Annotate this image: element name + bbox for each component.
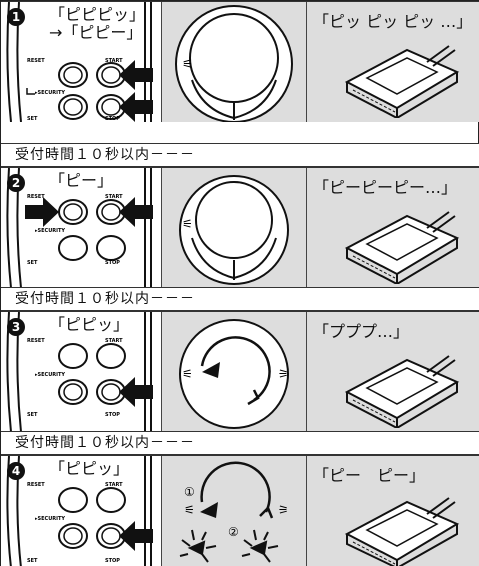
remote-beep-text: 「ピピッ」 [49, 459, 130, 478]
svg-text:RESET: RESET [27, 482, 45, 488]
step-4: RESET START ▸SECURITY SET STOP 4 「ピピッ」 ① [1, 455, 479, 566]
flash-burst-icon [241, 529, 279, 563]
set-button[interactable] [58, 379, 88, 405]
dial-panel: ① ② ⚟ ⚞ [161, 456, 306, 566]
reset-label: RESET [27, 58, 45, 64]
remote-panel: RESET START ▸SECURITY SET STOP 2 「ピー」 [1, 168, 161, 288]
signal-icon: ⚞ [278, 367, 289, 381]
device-beep-text: 「ピー ピー」 [313, 466, 426, 485]
set-button[interactable] [58, 523, 88, 549]
press-arrow-icon [119, 60, 153, 90]
svg-text:START: START [105, 482, 123, 488]
start-label: START [105, 58, 123, 64]
reset-button[interactable] [58, 487, 88, 513]
svg-text:SET: SET [27, 412, 38, 418]
svg-text:RESET: RESET [27, 194, 45, 200]
dial-illustration: ⚟ ⚞ [179, 319, 289, 429]
flash-burst-icon [179, 529, 217, 563]
step-3: RESET START ▸SECURITY SET STOP 3 「ピピッ」 [1, 311, 479, 432]
svg-text:STOP: STOP [105, 412, 120, 418]
press-arrow-icon [119, 197, 153, 227]
device-beep-text: 「プププ…」 [313, 322, 410, 341]
signal-icon: ⚞ [278, 503, 289, 517]
reset-button[interactable] [58, 343, 88, 369]
svg-text:START: START [105, 194, 123, 200]
svg-text:▸SECURITY: ▸SECURITY [35, 516, 65, 522]
remote-beep-text: 「ピピピッ」 →「ピピー」 [49, 5, 146, 42]
step-number-badge: 1 [7, 8, 25, 26]
svg-text:▸SECURITY: ▸SECURITY [35, 228, 65, 234]
remote-beep-text: 「ピピッ」 [49, 315, 130, 334]
press-arrow-icon [119, 521, 153, 551]
remote-panel: RESET START ▸SECURITY SET STOP 3 「ピピッ」 [1, 312, 161, 432]
light-flash-icon [202, 362, 220, 378]
start-button[interactable] [96, 487, 126, 513]
signal-icon: ⚟ [184, 503, 195, 517]
remote-panel: RESET START ▸SECURITY SET STOP 1 「ピピピッ」 … [1, 2, 161, 122]
svg-text:SET: SET [27, 260, 38, 266]
remote-panel: RESET START ▸SECURITY SET STOP 4 「ピピッ」 [1, 456, 161, 566]
stop-label: STOP [105, 116, 120, 122]
step-number-badge: 2 [7, 174, 25, 192]
stop-button[interactable] [96, 235, 126, 261]
dial-illustration: ① ② ⚟ ⚞ [179, 461, 289, 563]
press-arrow-icon [119, 92, 153, 122]
dial-panel: ⚟ [161, 168, 306, 288]
step-2: RESET START ▸SECURITY SET STOP 2 「ピー」 [1, 167, 479, 288]
light-flash-icon [200, 502, 218, 518]
press-arrow-icon [119, 377, 153, 407]
reset-button[interactable] [58, 62, 88, 88]
press-arrow-icon [25, 197, 59, 227]
device-illustration [344, 355, 460, 428]
marker-one: ① [184, 485, 195, 499]
step-number-badge: 3 [7, 318, 25, 336]
set-button[interactable] [58, 235, 88, 261]
set-button[interactable] [58, 94, 88, 120]
device-illustration [344, 497, 460, 566]
svg-text:STOP: STOP [105, 558, 120, 564]
security-label: ▸SECURITY [35, 90, 65, 96]
signal-icon: ⚟ [182, 217, 193, 231]
set-label: SET [27, 116, 38, 122]
device-illustration [344, 45, 460, 118]
step-1: RESET START ▸SECURITY SET STOP 1 「ピピピッ」 … [1, 1, 479, 122]
device-beep-text: 「ピーピーピー…」 [313, 178, 458, 197]
device-beep-text: 「ピッ ピッ ピッ …」 [313, 12, 473, 31]
svg-text:SET: SET [27, 558, 38, 564]
time-limit-bar: 受付時間１０秒以内－－－ [1, 287, 479, 311]
svg-text:STOP: STOP [105, 260, 120, 266]
remote-beep-text: 「ピー」 [49, 171, 114, 190]
svg-text:RESET: RESET [27, 338, 45, 344]
remote-control-illustration: RESET START ▸SECURITY SET STOP [6, 168, 153, 288]
svg-text:START: START [105, 338, 123, 344]
dial-illustration: ⚟ [175, 5, 293, 122]
dial-panel: ⚟ [161, 2, 306, 122]
marker-two: ② [228, 525, 239, 539]
time-limit-bar: 受付時間１０秒以内－－－ [1, 143, 479, 167]
remote-control-illustration: RESET START ▸SECURITY SET STOP [6, 456, 153, 566]
start-button[interactable] [96, 343, 126, 369]
step-number-badge: 4 [7, 462, 25, 480]
signal-icon: ⚟ [182, 57, 193, 71]
device-illustration [344, 211, 460, 284]
time-limit-bar: 受付時間１０秒以内－－－ [1, 431, 479, 455]
dial-illustration: ⚟ [179, 175, 289, 285]
svg-text:▸SECURITY: ▸SECURITY [35, 372, 65, 378]
dial-panel: ⚟ ⚞ [161, 312, 306, 432]
signal-icon: ⚟ [182, 367, 193, 381]
